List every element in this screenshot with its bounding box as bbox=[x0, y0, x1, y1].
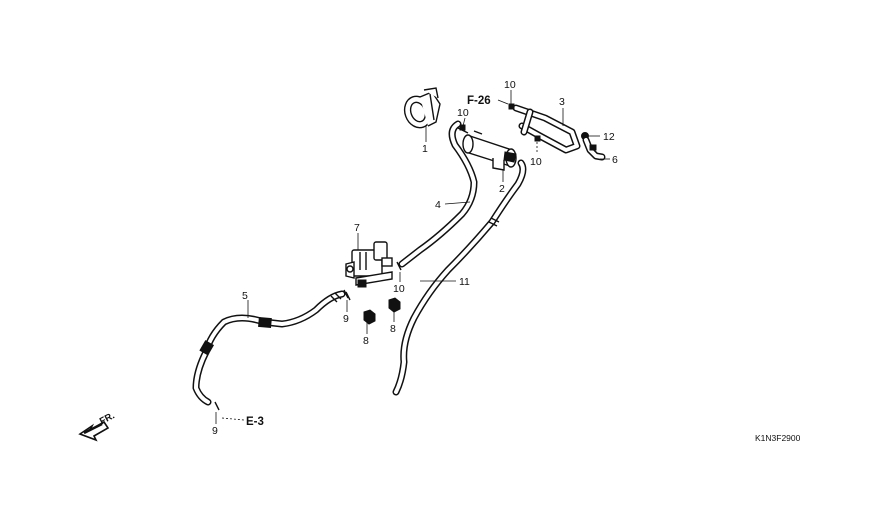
diagram-code: K1N3F2900 bbox=[755, 433, 801, 443]
callout-6: 6 bbox=[612, 154, 618, 166]
callout-10-right: 10 bbox=[530, 156, 542, 168]
part-2-canister bbox=[457, 127, 517, 171]
part-4-hose bbox=[398, 120, 478, 268]
front-label: FR. bbox=[98, 410, 117, 427]
part-6-12-fitting bbox=[581, 132, 606, 161]
callout-4: 4 bbox=[435, 199, 441, 211]
references: F-26 E-3 bbox=[246, 95, 491, 428]
part-7-solenoid bbox=[345, 241, 393, 288]
callout-8-right: 8 bbox=[390, 323, 396, 335]
callout-9-lower: 9 bbox=[212, 425, 218, 437]
ref-f26[interactable]: F-26 bbox=[467, 95, 491, 107]
callout-2: 2 bbox=[499, 183, 505, 195]
front-arrow-icon bbox=[78, 420, 110, 442]
callout-10-canister: 10 bbox=[457, 107, 469, 119]
callout-12: 12 bbox=[603, 131, 615, 143]
callout-1: 1 bbox=[422, 143, 428, 155]
callout-3: 3 bbox=[559, 96, 565, 108]
callout-10-top: 10 bbox=[504, 79, 516, 91]
ref-e3[interactable]: E-3 bbox=[246, 416, 264, 428]
front-arrow: FR. bbox=[78, 410, 117, 442]
part-11-hose bbox=[392, 159, 527, 396]
callouts: 1 2 3 4 5 6 7 8 8 9 9 10 10 10 10 11 12 bbox=[212, 79, 618, 437]
part-5-hose bbox=[192, 290, 346, 406]
callout-8-left: 8 bbox=[363, 335, 369, 347]
leader-lines bbox=[215, 90, 610, 424]
callout-9-upper: 9 bbox=[343, 313, 349, 325]
callout-11: 11 bbox=[459, 276, 470, 288]
part-3-hose bbox=[512, 104, 581, 154]
callout-7: 7 bbox=[354, 222, 360, 234]
callout-5: 5 bbox=[242, 290, 248, 302]
callout-10-solenoid: 10 bbox=[393, 283, 405, 295]
clips-and-nuts bbox=[214, 103, 541, 411]
part-1-clamp bbox=[403, 87, 441, 129]
